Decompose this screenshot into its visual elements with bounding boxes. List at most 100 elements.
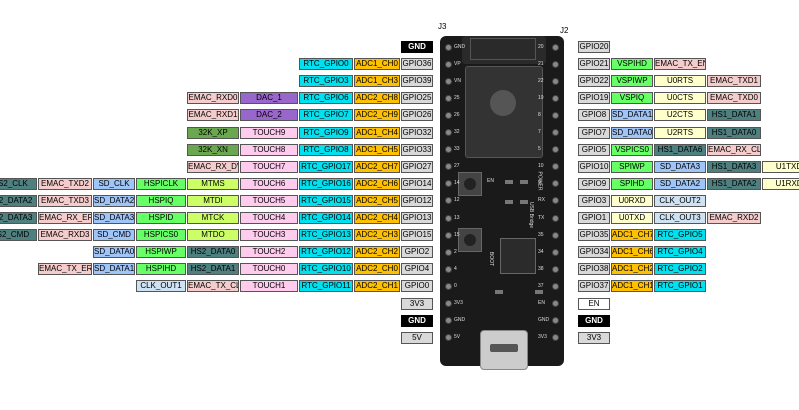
left-header-pin — [445, 282, 452, 290]
left-pin-label: HSPICLK — [136, 177, 186, 190]
right-header-pin — [552, 300, 559, 307]
left-silk-label: GND — [454, 317, 466, 324]
left-silk-label: VN — [454, 77, 461, 84]
left-header-pin — [445, 265, 452, 273]
right-pin-label: U0CTS — [654, 92, 706, 105]
left-pin-label: HSPIHD — [136, 263, 186, 276]
left-header-pin — [445, 231, 452, 239]
left-pin-label: HSPID — [136, 212, 186, 224]
right-pin-label: EMAC_RX_CLK — [707, 143, 761, 156]
left-pin-label: RTC_GPIO8 — [299, 143, 353, 156]
left-header-pin — [445, 163, 452, 171]
right-pin-label: EMAC_TXD0 — [707, 92, 761, 105]
right-pin-label: HS1_DATA1 — [707, 109, 761, 122]
left-silk-label: 2 — [454, 248, 457, 255]
left-pin-label: EMAC_TX_ER — [38, 263, 92, 276]
left-pin-label: GPIO25 — [401, 92, 433, 105]
left-pin-label: ADC1_CH4 — [354, 126, 400, 139]
right-header-pin — [552, 231, 559, 239]
right-pin-label: EMAC_TXD1 — [707, 75, 761, 88]
right-header-pin — [552, 77, 559, 85]
right-header-pin — [552, 94, 559, 102]
right-pin-label: GPIO19 — [578, 92, 610, 105]
left-pin-label: ADC1_CH5 — [354, 143, 400, 156]
left-pin-label: RTC_GPIO0 — [299, 58, 353, 71]
right-silk-label: 37 — [538, 282, 544, 289]
left-pin-label: GPIO2 — [401, 246, 433, 259]
left-pin-label: MTDO — [187, 229, 239, 242]
left-silk-label: 0 — [454, 282, 457, 289]
right-silk-label: GND — [538, 317, 550, 324]
usb-bridge-label: USB Bridge — [528, 201, 535, 229]
right-header-pin — [552, 163, 559, 171]
espressif-logo — [490, 90, 516, 116]
left-silk-label: 13 — [454, 214, 460, 221]
right-pin-label: 3V3 — [578, 331, 610, 344]
left-pin-label: RTC_GPIO3 — [299, 75, 353, 88]
left-pin-label: TOUCH4 — [240, 212, 298, 224]
en-button-cap — [464, 178, 476, 190]
right-pin-label: GPIO37 — [578, 280, 610, 293]
right-pin-label: ADC1_CH7 — [611, 229, 653, 242]
right-silk-label: 19 — [538, 94, 544, 101]
left-pin-label: MTMS — [187, 177, 239, 190]
left-pin-label: GPIO13 — [401, 212, 433, 224]
right-silk-label: 3V3 — [538, 334, 547, 341]
right-pin-label: GPIO1 — [578, 212, 610, 224]
left-header-pin — [445, 197, 452, 205]
right-pin-label: SD_DATA1 — [611, 109, 653, 122]
right-header-pin — [552, 129, 559, 136]
right-pin-label: GPIO38 — [578, 263, 610, 276]
left-silk-label: 25 — [454, 94, 460, 101]
right-pin-label: ADC1_CH1 — [611, 280, 653, 293]
left-pin-label: RTC_GPIO9 — [299, 126, 353, 139]
en-button-label: EN — [487, 178, 494, 184]
left-pin-label: TOUCH8 — [240, 143, 298, 156]
right-pin-label: RTC_GPIO4 — [654, 246, 706, 259]
left-pin-label: DAC_2 — [240, 109, 298, 122]
left-silk-label: GND — [454, 43, 466, 50]
right-header-pin — [552, 265, 559, 273]
left-pin-label: EMAC_TX_CLK — [187, 280, 239, 293]
left-pin-label: HS2_CMD — [0, 229, 37, 242]
left-pin-label: GPIO27 — [401, 160, 433, 173]
right-pin-label: HS1_DATA6 — [654, 143, 706, 156]
right-silk-label: 22 — [538, 77, 544, 84]
left-pin-label: RTC_GPIO11 — [299, 280, 353, 293]
left-pin-label: RTC_GPIO14 — [299, 212, 353, 224]
left-pin-label: 5V — [401, 331, 433, 344]
right-header-pin — [552, 282, 559, 290]
right-silk-label: 38 — [538, 265, 544, 272]
left-pin-label: SD_DATA1 — [93, 263, 135, 276]
right-pin-label: GPIO35 — [578, 229, 610, 242]
left-pin-label: GPIO4 — [401, 263, 433, 276]
right-pin-label: GPIO7 — [578, 126, 610, 139]
right-pin-label: CLK_OUT2 — [654, 194, 706, 207]
boot-button-cap — [464, 234, 476, 246]
right-pin-label: HS1_DATA0 — [707, 126, 761, 139]
left-pin-label: EMAC_RX_ER — [38, 212, 92, 224]
right-pin-label: GPIO34 — [578, 246, 610, 259]
right-header-pin — [552, 317, 559, 325]
left-header-pin — [445, 77, 452, 85]
left-pin-label: ADC2_CH6 — [354, 177, 400, 190]
left-pin-label: ADC2_CH7 — [354, 160, 400, 173]
left-pin-label: RTC_GPIO6 — [299, 92, 353, 105]
left-pin-label: TOUCH1 — [240, 280, 298, 293]
left-pin-label: 3V3 — [401, 297, 433, 310]
left-pin-label: EMAC_RX_DV — [187, 160, 239, 173]
left-pin-label: TOUCH6 — [240, 177, 298, 190]
right-pin-label: EMAC_TX_EN — [654, 58, 706, 71]
right-pin-label: SD_DATA2 — [654, 177, 706, 190]
left-pin-label: ADC2_CH1 — [354, 280, 400, 293]
left-pin-label: TOUCH2 — [240, 246, 298, 259]
left-pin-label: EMAC_RXD0 — [187, 92, 239, 105]
right-silk-label: 7 — [538, 129, 541, 135]
right-pin-label: EN — [578, 297, 610, 310]
right-pin-label: VSPICS0 — [611, 143, 653, 156]
left-pin-label: SD_CLK — [93, 177, 135, 190]
left-silk-label: 4 — [454, 265, 457, 272]
right-silk-label: 34 — [538, 248, 544, 255]
left-pin-label: RTC_GPIO16 — [299, 177, 353, 190]
